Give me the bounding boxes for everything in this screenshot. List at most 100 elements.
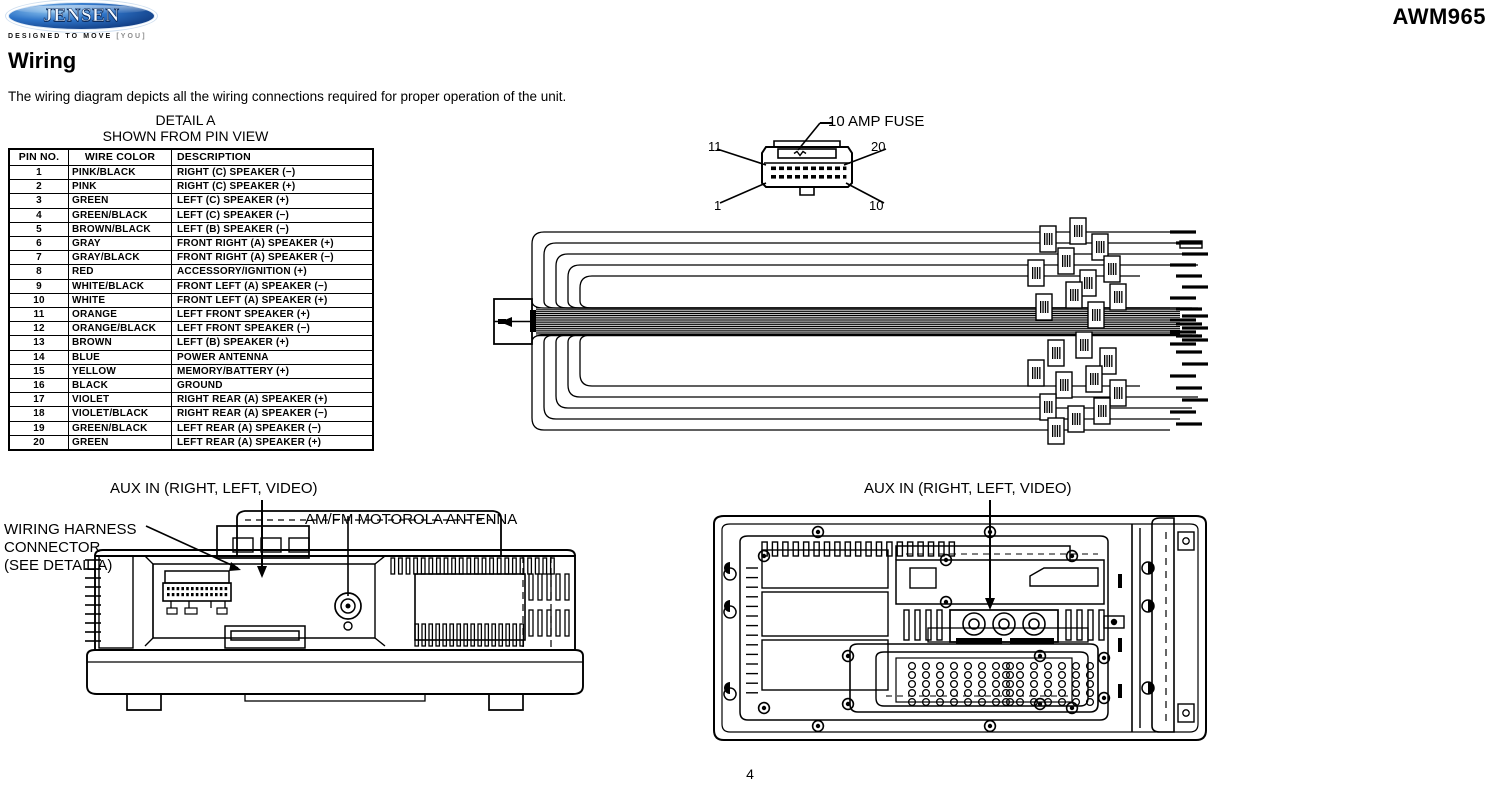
screw-icon (1065, 549, 1079, 563)
wire-color-cell: PINK (68, 179, 172, 195)
description-cell: RIGHT (C) SPEAKER (+) (171, 179, 374, 195)
screw-icon (1033, 649, 1047, 663)
harness-svg (493, 217, 1208, 445)
pin-label-1: 1 (714, 198, 722, 213)
description-cell: RIGHT REAR (A) SPEAKER (+) (171, 392, 374, 408)
detail-a-heading-line2: SHOWN FROM PIN VIEW (102, 128, 269, 144)
pin-number-cell: 12 (8, 321, 69, 337)
wire-color-cell: WHITE/BLACK (68, 278, 172, 294)
description-cell: FRONT RIGHT (A) SPEAKER (−) (171, 250, 374, 266)
description-cell: MEMORY/BATTERY (+) (171, 363, 374, 380)
wire-color-cell: GRAY (68, 236, 172, 252)
screw-icon (811, 719, 825, 733)
wire-color-cell: RED (68, 264, 172, 280)
wire-label-tag (1067, 405, 1085, 433)
pin-number-cell: 10 (8, 292, 69, 309)
description-cell: LEFT FRONT SPEAKER (+) (171, 307, 374, 323)
wire-label-tag (1109, 379, 1127, 407)
wire-color-cell: GREEN/BLACK (68, 207, 172, 223)
wire-color-cell: VIOLET (68, 392, 172, 408)
brand-logo: JENSEN DESIGNED TO MOVE [YOU] (8, 2, 168, 40)
aux-in-callout-left: AUX IN (RIGHT, LEFT, VIDEO) (110, 480, 318, 497)
pin-label-11: 11 (708, 139, 722, 154)
pin-number-cell: 13 (8, 335, 69, 351)
aux-in-callout-right: AUX IN (RIGHT, LEFT, VIDEO) (864, 480, 1072, 497)
wire-color-cell: BLUE (68, 349, 172, 365)
pin-number-cell: 4 (8, 207, 69, 223)
detail-a-heading-line1: DETAIL A (155, 112, 216, 128)
wire-label-tag (1093, 397, 1111, 425)
description-cell: FRONT RIGHT (A) SPEAKER (+) (171, 236, 374, 252)
wire-label-tag (1065, 281, 1083, 309)
description-cell: LEFT (B) SPEAKER (−) (171, 221, 374, 238)
wire-color-cell: VIOLET/BLACK (68, 406, 172, 422)
screw-icon (841, 697, 855, 711)
description-cell: RIGHT (C) SPEAKER (−) (171, 164, 374, 181)
description-cell: LEFT (C) SPEAKER (−) (171, 207, 374, 223)
screw-icon (1097, 691, 1111, 705)
wire-label-tag (1057, 247, 1075, 275)
description-cell: FRONT LEFT (A) SPEAKER (−) (171, 278, 374, 294)
screw-icon (811, 525, 825, 539)
description-cell: LEFT FRONT SPEAKER (−) (171, 321, 374, 337)
wire-color-cell: BROWN/BLACK (68, 221, 172, 238)
description-cell: POWER ANTENNA (171, 349, 374, 365)
screw-icon (983, 719, 997, 733)
unit-right-svg (713, 500, 1207, 741)
unit-diagram-left (85, 498, 585, 758)
screw-icon (939, 553, 953, 567)
table-header-row: PIN NO. WIRE COLOR DESCRIPTION (8, 148, 374, 166)
wire-color-cell: PINK/BLACK (68, 164, 172, 181)
intro-paragraph: The wiring diagram depicts all the wirin… (8, 89, 567, 104)
description-cell: LEFT (B) SPEAKER (+) (171, 335, 374, 351)
fuse-callout-label: 10 AMP FUSE (828, 113, 925, 130)
pin-number-cell: 7 (8, 250, 69, 266)
column-header-pin-no: PIN NO. (8, 148, 69, 166)
wire-color-cell: GREEN (68, 193, 172, 209)
wire-color-cell: BROWN (68, 335, 172, 351)
wire-label-tag (1069, 217, 1087, 245)
wire-label-tag (1047, 417, 1065, 445)
wire-color-cell: ORANGE/BLACK (68, 321, 172, 337)
connector-pin-holes (771, 166, 847, 179)
pin-number-cell: 16 (8, 378, 69, 394)
wire-color-cell: YELLOW (68, 363, 172, 380)
wire-label-tag (1099, 347, 1117, 375)
pin-number-cell: 15 (8, 363, 69, 380)
pin-number-cell: 6 (8, 236, 69, 252)
screw-icon (1097, 651, 1111, 665)
wire-label-tag (1055, 371, 1073, 399)
wire-color-cell: GRAY/BLACK (68, 250, 172, 266)
pin-number-cell: 17 (8, 392, 69, 408)
wire-label-tag (1085, 365, 1103, 393)
harness-connector-body (493, 298, 536, 345)
wire-label-tag (1027, 259, 1045, 287)
screw-icon (939, 595, 953, 609)
column-header-wire-color: WIRE COLOR (68, 148, 172, 166)
wire-color-cell: ORANGE (68, 307, 172, 323)
screw-icon (983, 525, 997, 539)
wire-label-tag (1075, 331, 1093, 359)
description-cell: ACCESSORY/IGNITION (+) (171, 264, 374, 280)
pin-label-20: 20 (871, 139, 886, 154)
description-cell: LEFT REAR (A) SPEAKER (−) (171, 420, 374, 436)
wire-label-tag (1035, 293, 1053, 321)
harness-connector-callout: WIRING HARNESS CONNECTOR (SEE DETAIL A) (4, 521, 137, 574)
wire-label-tag (1087, 301, 1105, 329)
logo-oval: JENSEN (8, 2, 155, 30)
pin-number-cell: 3 (8, 193, 69, 209)
pin-number-cell: 11 (8, 307, 69, 323)
